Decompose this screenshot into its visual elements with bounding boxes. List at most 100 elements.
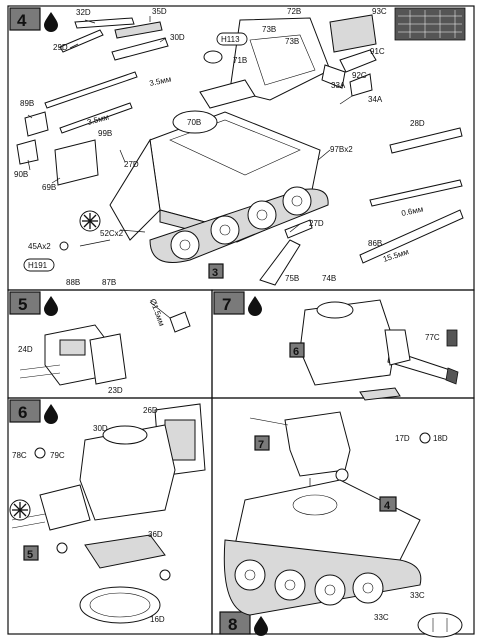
paint-code: H191 <box>28 261 48 270</box>
part-label: 27D <box>309 219 324 228</box>
part-75B <box>259 239 301 286</box>
part-label: 35D <box>152 7 167 16</box>
part-23D-housing <box>89 333 127 385</box>
step-6-number: 6 <box>18 403 27 422</box>
part-70B <box>172 110 218 134</box>
subassembly-ref-7 <box>254 435 270 451</box>
part-label: 28D <box>410 119 425 128</box>
part-34A <box>349 73 373 97</box>
detail-callout <box>417 612 463 638</box>
part-label: 24D <box>18 345 33 354</box>
part-71B <box>203 50 223 64</box>
part-label: 86B <box>368 239 382 248</box>
subassembly-ref-5-number: 5 <box>27 549 33 561</box>
paint-swatch-icon <box>159 569 171 581</box>
no-cement-icon <box>335 468 349 482</box>
dimension-label: 0.6мм <box>401 205 425 218</box>
part-label: 97Bx2 <box>330 145 353 154</box>
step-5-number: 5 <box>18 295 27 314</box>
part-label: 29D <box>53 43 68 52</box>
hull-front-plate <box>109 138 161 241</box>
road-wheels-final <box>234 559 384 606</box>
step-7-number: 7 <box>222 295 231 314</box>
step-4-badge: 4 <box>9 7 58 32</box>
part-label: 27D <box>124 160 139 169</box>
subassembly-ref-3 <box>208 263 224 279</box>
part-label: 92C <box>352 71 367 80</box>
part-89B <box>24 111 49 137</box>
part-17D <box>419 432 431 444</box>
part-label: 71B <box>233 56 247 65</box>
subassembly-ref-7-number: 7 <box>258 439 264 451</box>
part-29D <box>59 29 104 53</box>
part-36D <box>84 534 166 569</box>
part-label: 30D <box>93 424 108 433</box>
part-label: 70B <box>187 118 201 127</box>
part-77C <box>446 329 458 347</box>
part-label: 33A <box>331 81 346 90</box>
step-5-badge: 5 <box>9 291 58 316</box>
step-7-drawing: 6 77C <box>289 299 459 401</box>
step-4-number: 4 <box>17 11 27 30</box>
part-86B <box>359 209 464 264</box>
part-label: 45Ax2 <box>28 242 51 251</box>
paint-drop-icon <box>254 616 268 636</box>
part-label: 34A <box>368 95 383 104</box>
step-8-badge: 8 <box>219 611 268 636</box>
dimension-label: 3.5мм <box>149 75 173 88</box>
part-45A <box>59 241 69 251</box>
step-4-drawing: H113 H191 3 32D 35D 29D 30D 72B 73B 73B … <box>14 7 466 287</box>
part-label: 32D <box>76 8 91 17</box>
subassembly-ref-4-number: 4 <box>384 500 391 512</box>
part-90B <box>16 139 39 165</box>
part-label: 89B <box>20 99 34 108</box>
step-8-number: 8 <box>228 615 237 634</box>
part-27D-lower <box>284 219 313 239</box>
gun-muzzle <box>445 367 459 385</box>
part-label: 88B <box>66 278 80 287</box>
turret-shell <box>79 424 176 521</box>
part-label: 36D <box>148 530 163 539</box>
subassembly-ref-4 <box>379 496 397 512</box>
part-label: 99B <box>98 129 112 138</box>
paint-code: H113 <box>221 35 240 44</box>
part-78C <box>34 447 46 459</box>
part-69B <box>54 139 99 186</box>
part-label: 18D <box>433 434 448 443</box>
part-label: 33C <box>410 591 425 600</box>
paint-swatch-icon <box>56 542 68 554</box>
part-label: 33C <box>374 613 389 622</box>
part-label: 17D <box>395 434 410 443</box>
paint-drop-icon <box>44 12 58 32</box>
paint-drop-icon <box>248 296 262 316</box>
step-6-drawing: 5 26D 30D 78C 79C 36D 16D <box>9 403 206 624</box>
paint-callout-h113: H113 <box>216 32 248 46</box>
part-33A <box>321 64 346 89</box>
part-label: 26D <box>143 406 158 415</box>
part-23D-small <box>169 311 191 333</box>
part-label: 75B <box>285 274 299 283</box>
part-label: 30D <box>170 33 185 42</box>
turret-hatch <box>316 301 354 319</box>
step-8-drawing: 7 4 17D 18D 33C 33C <box>223 411 463 638</box>
part-77C-mantlet <box>384 329 411 366</box>
part-93C <box>329 14 377 53</box>
subassembly-ref-5 <box>23 545 39 561</box>
panel-frames <box>7 5 475 635</box>
paint-drop-icon <box>44 296 58 316</box>
part-label: 87B <box>102 278 116 287</box>
paint-drop-icon <box>44 404 58 424</box>
part-32D <box>74 17 135 29</box>
part-grille <box>199 79 256 109</box>
mantlet-sub <box>39 484 91 531</box>
subassembly-ref-6 <box>289 342 305 358</box>
part-label: 16D <box>150 615 165 624</box>
part-fender-strip-2 <box>59 102 133 134</box>
part-label: 72B <box>287 7 301 16</box>
part-label: 23D <box>108 386 123 395</box>
part-label: 73B <box>262 25 276 34</box>
part-label: 90B <box>14 170 28 179</box>
subassembly-ref-6-number: 6 <box>293 346 299 358</box>
part-label: 77C <box>425 333 440 342</box>
